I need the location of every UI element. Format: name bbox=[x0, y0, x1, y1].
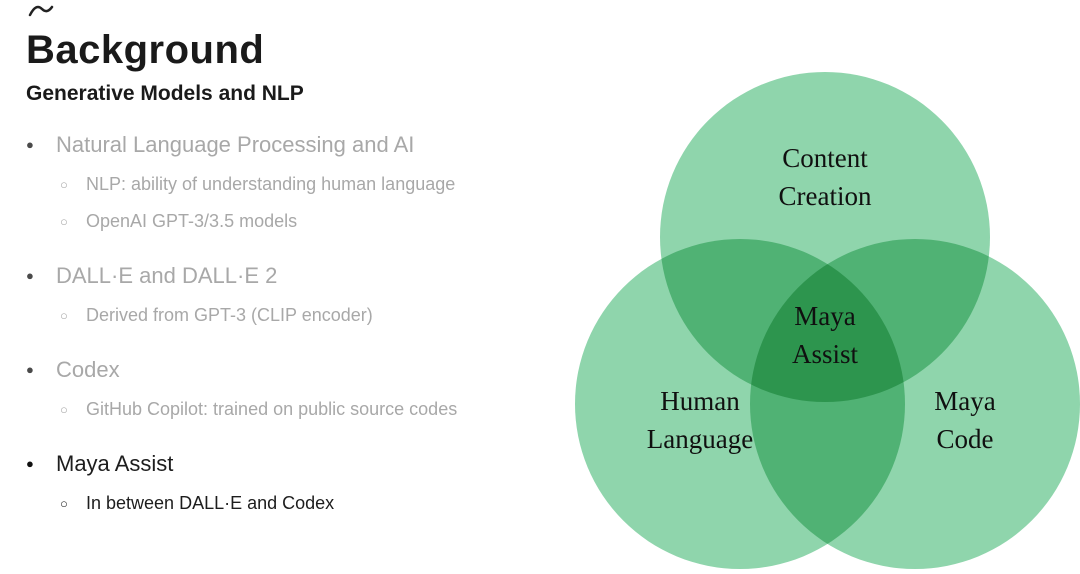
circle-bullet-icon: ○ bbox=[60, 214, 68, 229]
venn-label-maya-assist: Maya Assist bbox=[791, 301, 859, 369]
bullet-label: Codex bbox=[56, 357, 120, 382]
circle-bullet-icon: ○ bbox=[60, 177, 68, 192]
sub-bullet-item-clip-encoder: ○ Derived from GPT-3 (CLIP encoder) bbox=[60, 305, 556, 326]
bullet-icon: ● bbox=[26, 137, 34, 152]
venn-diagram: Content Creation Maya Assist Human Langu… bbox=[560, 66, 1080, 574]
sub-bullet-item-openai-gpt: ○ OpenAI GPT-3/3.5 models bbox=[60, 211, 556, 232]
sub-bullet-item-in-between: ○ In between DALL·E and Codex bbox=[60, 493, 556, 514]
bullet-item-maya-assist: ● Maya Assist bbox=[26, 451, 556, 477]
venn-circle-maya-code bbox=[750, 239, 1080, 569]
bullet-icon: ● bbox=[26, 268, 34, 283]
slide-title: Background bbox=[26, 28, 265, 72]
sub-bullet-item-github-copilot: ○ GitHub Copilot: trained on public sour… bbox=[60, 399, 556, 420]
bullet-item-dalle: ● DALL·E and DALL·E 2 bbox=[26, 263, 556, 289]
circle-bullet-icon: ○ bbox=[60, 496, 68, 511]
bullet-list: ● Natural Language Processing and AI ○ N… bbox=[26, 132, 556, 514]
sub-bullet-label: Derived from GPT-3 (CLIP encoder) bbox=[86, 305, 373, 325]
sub-bullet-item-nlp-definition: ○ NLP: ability of understanding human la… bbox=[60, 174, 556, 195]
venn-label-maya-code: Maya Code bbox=[934, 386, 996, 454]
sub-bullet-label: GitHub Copilot: trained on public source… bbox=[86, 399, 458, 419]
sub-bullet-label: In between DALL·E and Codex bbox=[86, 493, 335, 513]
venn-circles bbox=[560, 66, 1080, 574]
bullet-item-nlp: ● Natural Language Processing and AI bbox=[26, 132, 556, 158]
bullet-label: DALL·E and DALL·E 2 bbox=[56, 263, 278, 288]
venn-label-content-creation: Content Creation bbox=[778, 143, 872, 211]
sub-bullet-label: OpenAI GPT-3/3.5 models bbox=[86, 211, 298, 231]
bullet-item-codex: ● Codex bbox=[26, 357, 556, 383]
circle-bullet-icon: ○ bbox=[60, 402, 68, 417]
circle-bullet-icon: ○ bbox=[60, 308, 68, 323]
venn-label-human-language: Human Language bbox=[646, 386, 754, 454]
sub-bullet-label: NLP: ability of understanding human lang… bbox=[86, 174, 456, 194]
corner-mark-icon bbox=[28, 5, 54, 17]
bullet-icon: ● bbox=[26, 362, 34, 377]
slide-text-column: Background Generative Models and NLP ● N… bbox=[26, 28, 556, 514]
bullet-icon: ● bbox=[26, 456, 34, 471]
bullet-label: Maya Assist bbox=[56, 451, 174, 476]
bullet-label: Natural Language Processing and AI bbox=[56, 132, 415, 157]
slide-subtitle: Generative Models and NLP bbox=[26, 82, 304, 105]
